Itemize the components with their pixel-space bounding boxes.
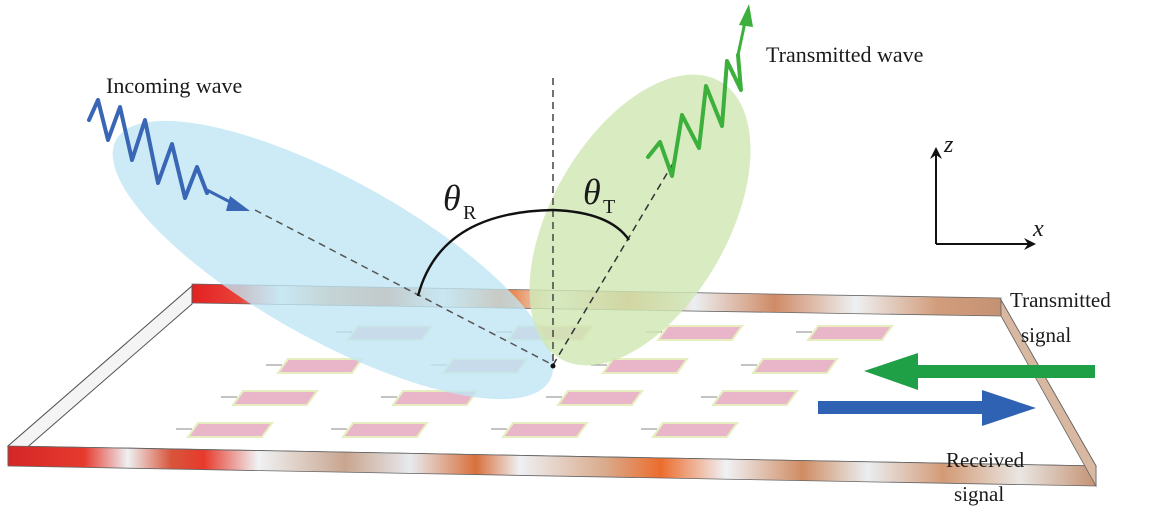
z-axis-label: z xyxy=(943,132,954,158)
incoming-wave-icon xyxy=(87,98,250,211)
transmitted-signal-label-line2: signal xyxy=(1021,323,1071,347)
x-axis-label: x xyxy=(1032,216,1044,242)
theta-r-subscript: R xyxy=(463,202,477,224)
coordinate-axes xyxy=(930,147,1036,250)
patch-element xyxy=(186,422,274,438)
transmitted-signal-label-line1: Transmitted xyxy=(1010,288,1111,312)
received-signal-label-line1: Received xyxy=(946,448,1025,472)
transmitted-signal-arrow-icon xyxy=(864,353,1095,390)
patch-element xyxy=(601,358,689,374)
theta-t-subscript: T xyxy=(603,196,615,218)
board-right-edge xyxy=(1000,298,1097,488)
theta-r-arc xyxy=(416,208,554,297)
patch-element xyxy=(656,325,744,341)
incoming-beam-lobe xyxy=(112,120,554,400)
theta-t-arc xyxy=(552,208,630,241)
patch-element xyxy=(556,390,644,406)
incoming-ray-dashed-line xyxy=(254,209,554,366)
theta-r-symbol: θ xyxy=(443,178,461,218)
patch-element xyxy=(806,325,894,341)
transmitted-wave-icon xyxy=(646,4,753,178)
patch-element xyxy=(711,390,799,406)
patch-element xyxy=(231,390,319,406)
transmitted-wave-label: Transmitted wave xyxy=(766,42,923,67)
patch-element xyxy=(276,358,364,374)
transmitted-ray-dashed-line xyxy=(552,159,676,366)
patch-element xyxy=(651,422,739,438)
incoming-wave-label: Incoming wave xyxy=(106,73,242,98)
received-signal-label-line2: signal xyxy=(954,482,1004,506)
incidence-point xyxy=(550,363,556,369)
theta-t-symbol: θ xyxy=(583,172,601,212)
patch-element xyxy=(501,422,589,438)
patch-element xyxy=(751,358,839,374)
patch-element xyxy=(341,422,429,438)
received-signal-arrow-icon xyxy=(818,390,1036,426)
